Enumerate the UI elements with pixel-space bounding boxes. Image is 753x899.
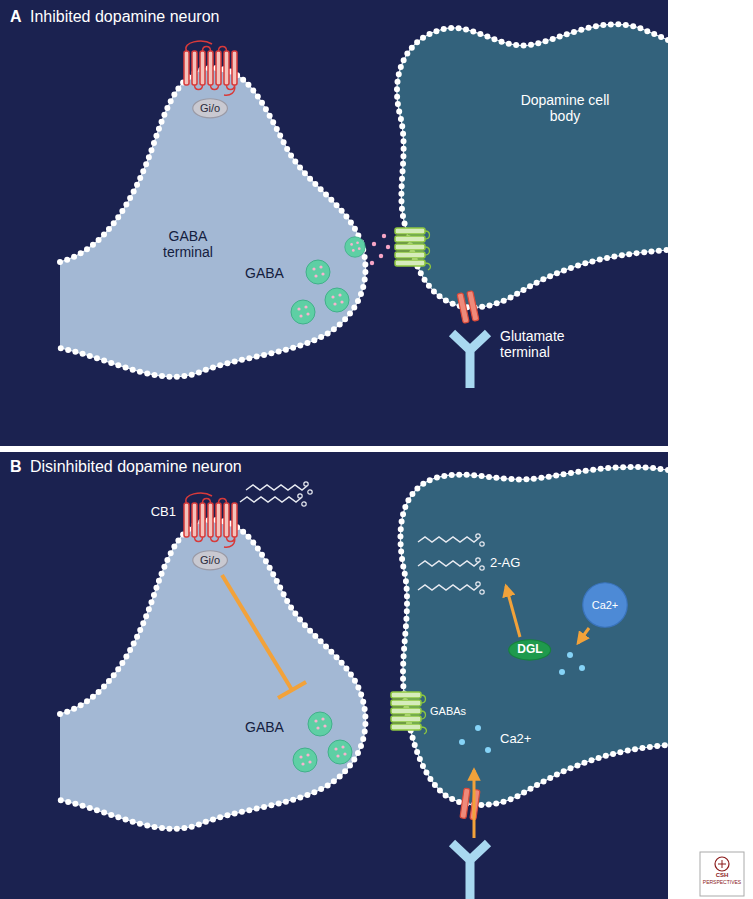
gaba-a-receptor (391, 692, 426, 734)
neurotransmitter-label: GABA (245, 265, 284, 281)
structure-label: GABA terminal (150, 228, 226, 260)
logo-emblem (718, 860, 726, 868)
gaba-vesicle (293, 748, 317, 772)
released-gaba (370, 261, 374, 265)
molecule-label: 2-AG (490, 556, 520, 571)
receptor-label: CB1 (144, 505, 176, 520)
gaba-vesicle (325, 288, 349, 312)
calcium-influx-arrow (473, 770, 476, 838)
2ag-molecule (240, 494, 306, 506)
g-protein-label: Gi/o (200, 102, 220, 115)
released-gaba (382, 234, 386, 238)
neurotransmitter-label: GABA (245, 719, 284, 735)
inhibition-bar (278, 682, 306, 698)
dopamine-cell-shape (397, 24, 668, 307)
membrane-line (397, 24, 668, 307)
g-protein-shape (193, 98, 228, 117)
2ag-molecule (418, 582, 484, 594)
gaba-vesicle (291, 300, 315, 324)
released-gaba (372, 242, 376, 246)
receptor-label: GABAs (430, 705, 466, 718)
panel-letter: B (10, 458, 22, 476)
dgl-enzyme: DGL (508, 639, 551, 661)
g-protein: Gi/o (192, 550, 228, 571)
ion-label: Ca2+ (500, 732, 531, 747)
calcium-ions (579, 665, 585, 671)
g-protein-label: Gi/o (200, 554, 220, 567)
released-gaba (386, 245, 390, 249)
dopamine-cell-body: Ca2+ DGL 2-AG Ca2+ (385, 460, 668, 820)
ion-label: Ca2+ (592, 599, 619, 612)
cb1-receptor (184, 41, 237, 95)
calcium-ions (559, 669, 565, 675)
calcium-ions (485, 747, 491, 753)
membrane-dots (60, 68, 365, 377)
logo-text: PERSPECTIVES (700, 880, 744, 886)
membrane-dots (400, 467, 668, 805)
g-protein: Gi/o (192, 98, 228, 119)
panel-background (0, 0, 668, 446)
calcium-store: Ca2+ (582, 582, 628, 628)
calcium-ions (475, 725, 481, 731)
glutamate-terminal-symbol (452, 843, 488, 899)
calcium-channel (457, 291, 479, 324)
gaba-vesicle (328, 740, 352, 764)
membrane-dots (397, 24, 668, 307)
logo-emblem (715, 857, 729, 871)
dopamine-cell-shape (400, 467, 668, 805)
gaba-a-receptor (395, 228, 430, 270)
release-arrow (578, 628, 589, 643)
calcium-store-shape (583, 583, 628, 628)
membrane-line (400, 467, 668, 805)
gaba-terminal-shape (60, 68, 365, 377)
released-gaba (379, 254, 383, 258)
glutamate-terminal-symbol (452, 333, 488, 388)
calcium-ions (567, 652, 573, 658)
panel: Gi/oGABA terminalGABADopamine cell bodyG… (0, 0, 668, 446)
calcium-ions (459, 739, 465, 745)
panel-background (0, 452, 668, 899)
glutamate-terminal: Glutamate terminal (440, 320, 590, 390)
structure-label: Glutamate terminal (500, 328, 582, 360)
released-gaba (370, 234, 390, 265)
gaba-vesicle (308, 712, 332, 736)
2ag-molecule (418, 558, 484, 570)
gaba-vesicle (306, 260, 330, 284)
gaba-terminal: Gi/oGABA (60, 512, 380, 842)
2ag-molecule (418, 534, 484, 546)
calcium-ions (459, 652, 585, 753)
panel: Gi/oGABA Ca2+ DGL 2-AG Ca2+ B Disinhibited dop… (0, 452, 668, 899)
dopamine-cell-body: Dopamine cell body (385, 15, 668, 315)
panel-title: Inhibited dopamine neuron (30, 8, 219, 26)
fusing-vesicle (345, 237, 365, 257)
inhibition-line (222, 575, 292, 690)
2ag-molecule (246, 482, 312, 494)
membrane-line (60, 68, 365, 377)
gaba-terminal: Gi/oGABA terminalGABA (60, 60, 380, 390)
panel-title: Disinhibited dopamine neuron (30, 458, 242, 476)
gaba-terminal-shape (60, 520, 365, 829)
membrane-dots (60, 520, 365, 829)
panel-letter: A (10, 8, 22, 26)
cb1-receptor (184, 493, 237, 547)
calcium-channel (460, 788, 480, 820)
membrane-line (60, 520, 365, 829)
logo-frame (700, 852, 744, 896)
logo-text: CSH (700, 872, 744, 879)
structure-label: Dopamine cell body (515, 92, 615, 124)
synthesis-arrow (506, 586, 520, 637)
enzyme-label: DGL (517, 643, 542, 657)
dgl-enzyme-shape (509, 640, 551, 660)
g-protein-shape (193, 550, 228, 569)
